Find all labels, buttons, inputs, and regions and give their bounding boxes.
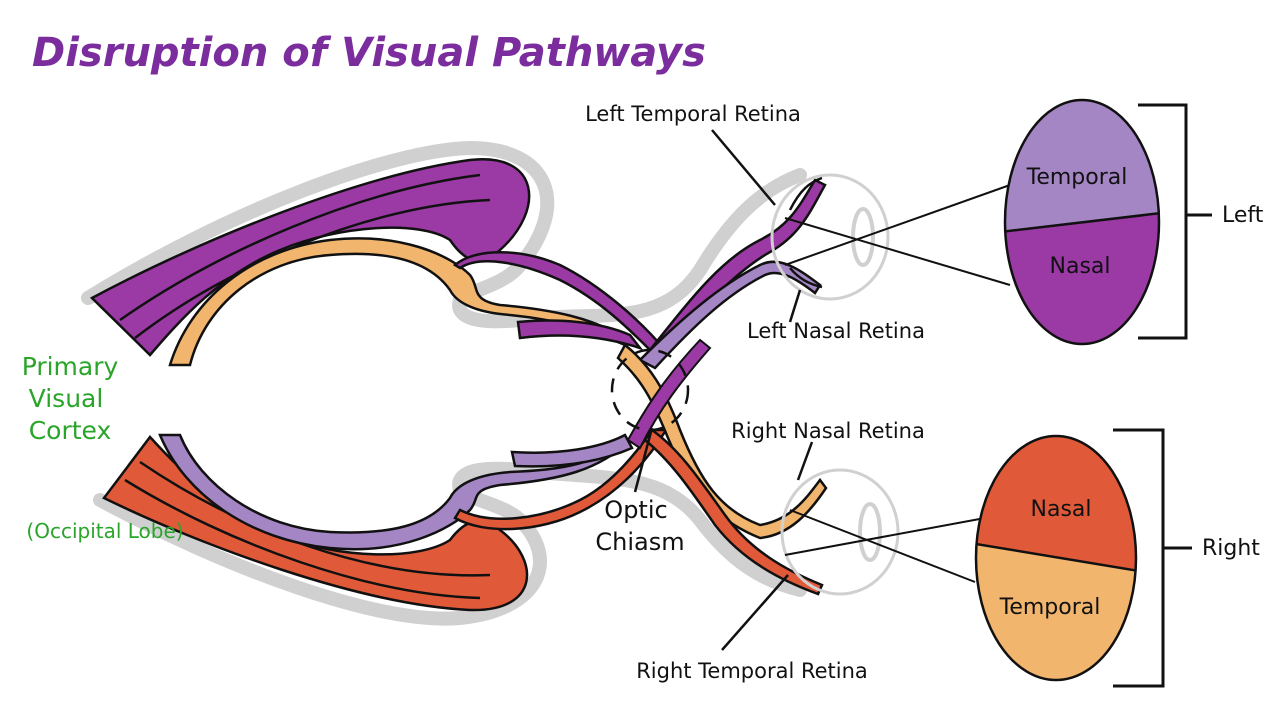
optic-chiasm-label-line2: Chiasm: [595, 528, 684, 556]
right-temporal-retina-label: Right Temporal Retina: [636, 659, 868, 683]
upper-lgn-stub: [516, 319, 644, 351]
page-title: Disruption of Visual Pathways: [32, 30, 706, 76]
lower-cortex-line-1: [124, 478, 481, 600]
upper-cortex-line-2: [134, 198, 491, 339]
crossing-purple-diagonal: [626, 338, 712, 450]
right-field-lower-label: Temporal: [999, 595, 1101, 620]
left-field-lower-label: Nasal: [1050, 254, 1111, 279]
left-eye: [770, 173, 890, 301]
left-field-upper-label: Temporal: [1026, 165, 1128, 190]
right-visual-field: Nasal Temporal Right: [974, 428, 1260, 688]
right-eye: [780, 468, 900, 596]
right-field-bracket: [1113, 428, 1192, 688]
upper-cortex-line-1: [119, 173, 481, 322]
left-side-label: Left: [1222, 203, 1264, 228]
cortex-label-line1: Primary: [22, 352, 119, 381]
left-field-bracket: [1138, 103, 1212, 340]
left-temporal-retina-label: Left Temporal Retina: [585, 102, 801, 126]
retina-pointers: [633, 129, 814, 651]
optic-nerve-left-lilac: [637, 260, 822, 370]
left-nasal-retina-label: Left Nasal Retina: [747, 319, 925, 343]
right-nasal-retina-label: Right Nasal Retina: [731, 419, 925, 443]
cortex-label-line3: Cortex: [29, 416, 112, 445]
left-field-nasal-region: [1005, 212, 1159, 344]
right-side-label: Right: [1202, 536, 1260, 561]
optic-chiasm-marker: [610, 348, 690, 432]
right-field-upper-label: Nasal: [1031, 497, 1092, 522]
crossing-orange: [616, 343, 828, 540]
right-field-temporal-region: [976, 543, 1136, 680]
cortex-label-line2: Visual: [29, 384, 104, 413]
sight-lines: [784, 184, 1011, 583]
lower-lgn-stub: [510, 433, 634, 468]
crossing-red: [643, 428, 824, 596]
occipital-lobe-label: (Occipital Lobe): [26, 519, 183, 543]
optic-chiasm-label-line1: Optic: [604, 496, 667, 524]
left-visual-field: Temporal Nasal Left: [1003, 98, 1264, 346]
pathway-group: [81, 140, 828, 626]
